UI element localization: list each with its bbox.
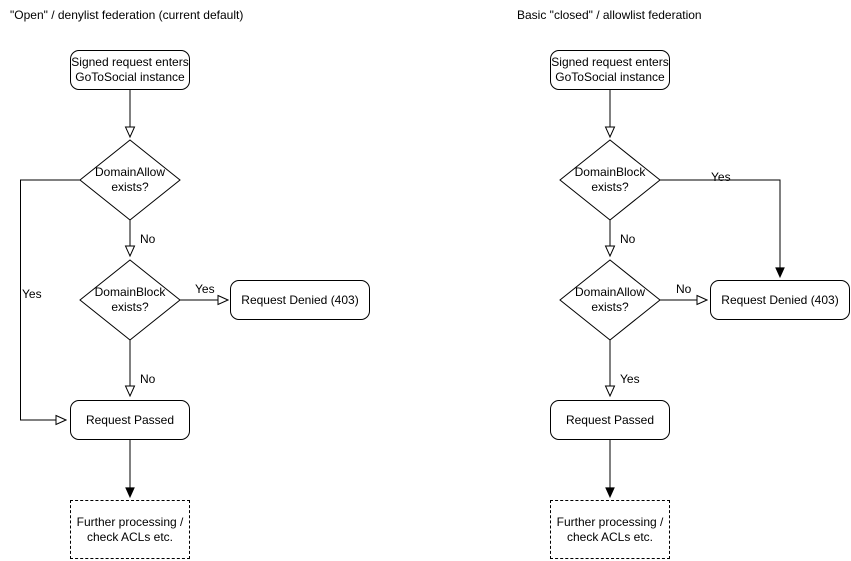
right-edge-label-decision2-yes: Yes <box>620 372 640 386</box>
left-edge-label-decision1-yes: Yes <box>22 287 42 301</box>
chart-title-closed-allowlist: Basic "closed" / allowlist federation <box>517 8 702 22</box>
right-node-start: Signed request enters GoToSocial instanc… <box>550 50 670 90</box>
right-edge-label-decision1-no: No <box>620 232 636 246</box>
left-node-passed: Request Passed <box>70 400 190 440</box>
left-node-start-line1: Signed request enters <box>71 55 189 69</box>
left-edge-label-decision2-yes: Yes <box>195 282 215 296</box>
left-edge-label-decision1-no: No <box>140 232 156 246</box>
right-node-start-line1: Signed request enters <box>551 55 669 69</box>
right-edge-label-decision2-no: No <box>676 282 692 296</box>
right-decision1-diamond <box>559 139 661 221</box>
left-node-denied: Request Denied (403) <box>230 280 370 320</box>
right-node-passed: Request Passed <box>550 400 670 440</box>
left-node-start: Signed request enters GoToSocial instanc… <box>70 50 190 90</box>
right-node-start-line2: GoToSocial instance <box>555 70 665 84</box>
left-edge-label-decision2-no: No <box>140 372 156 386</box>
edge-left-decision1-yes-to-passed <box>20 179 80 420</box>
left-node-start-line2: GoToSocial instance <box>75 70 185 84</box>
right-edge-label-decision1-yes: Yes <box>711 170 731 184</box>
left-decision2-diamond <box>79 259 181 341</box>
right-node-further-processing: Further processing / check ACLs etc. <box>550 500 670 559</box>
edge-right-decision1-yes-to-denied <box>660 179 780 277</box>
right-decision2-diamond <box>559 259 661 341</box>
left-node-further-processing: Further processing / check ACLs etc. <box>70 500 190 559</box>
chart-title-open-denylist: "Open" / denylist federation (current de… <box>10 8 244 22</box>
left-decision1-diamond <box>79 139 181 221</box>
right-node-denied: Request Denied (403) <box>710 280 850 320</box>
